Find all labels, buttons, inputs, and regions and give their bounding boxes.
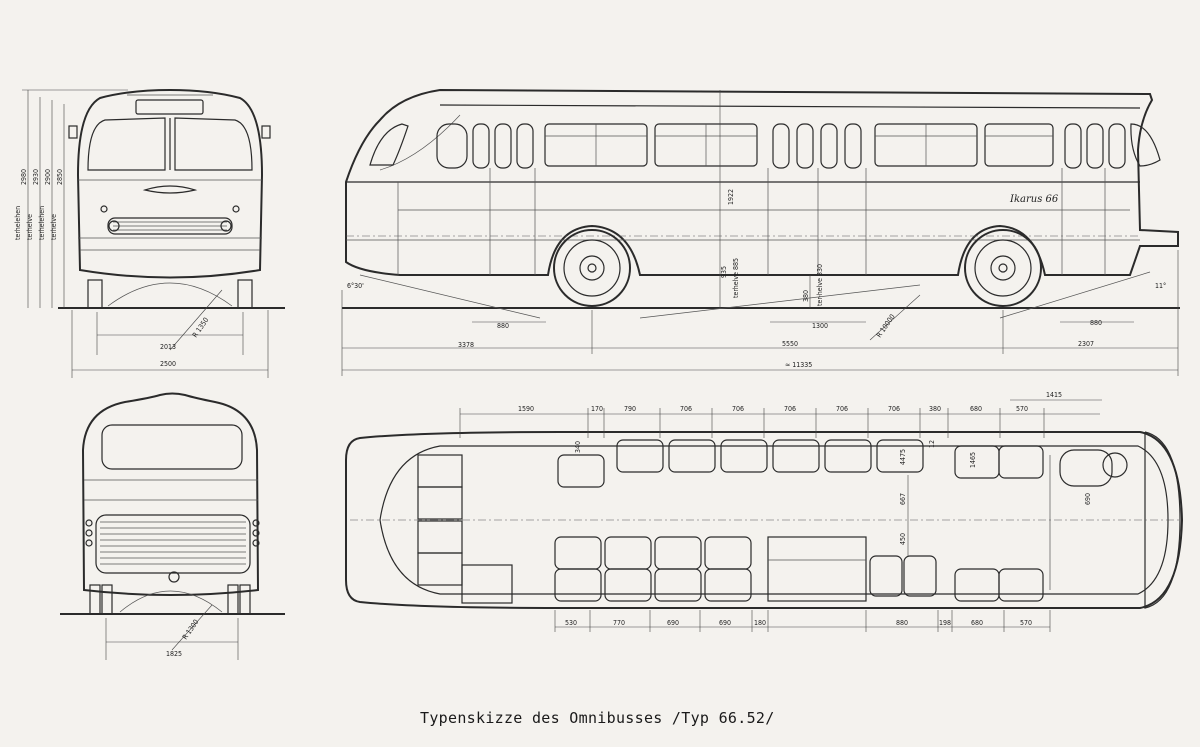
front-width-dim: 2500 — [160, 360, 176, 368]
plan-inner-dim-1: 340 — [574, 441, 582, 453]
plan-top-dim-10: 680 — [970, 405, 982, 413]
rear-overhang-dim: 2307 — [1078, 340, 1094, 348]
step-height-dim: 380 — [802, 290, 810, 302]
plan-bottom-dim-9: 570 — [1020, 619, 1032, 627]
plan-top-dim-3: 790 — [624, 405, 636, 413]
plan-bottom-dim-4: 690 — [719, 619, 731, 627]
total-length-dim: ≈ 11335 — [785, 361, 812, 369]
front-height-note-4: terhelve — [50, 214, 58, 240]
step-height-note: ter-helve 330 — [816, 264, 824, 306]
plan-inner-dim-5: 690 — [1084, 493, 1092, 505]
front-view — [22, 88, 285, 378]
side-radius: R 10000 — [875, 313, 897, 339]
drawing-caption: Typenskizze des Omnibusses /Typ 66.52/ — [420, 709, 775, 727]
front-track-dim: 2013 — [160, 343, 176, 351]
floor-height-dim: 935 — [720, 266, 728, 278]
ikarus-badge: Ikarus 66 — [1009, 194, 1059, 205]
lower-seats — [554, 536, 1044, 602]
plan-inner-dim-3: 667 — [899, 493, 907, 505]
plan-top-dim-11: 570 — [1016, 405, 1028, 413]
front-height-note-1: terhelehen — [14, 206, 22, 240]
side-windows — [436, 123, 1161, 169]
plan-top-dim-1: 1590 — [518, 405, 534, 413]
front-height-3: 2900 — [44, 169, 52, 185]
plan-inner-dim-4: 450 — [899, 533, 907, 545]
wheelbase-dim: 5550 — [782, 340, 798, 348]
front-angle: 6°30' — [347, 282, 364, 290]
upper-seats — [557, 439, 1044, 488]
front-height-note-3: terhelehen — [38, 206, 46, 240]
plan-inner-dim-2: 4475 — [899, 449, 907, 465]
front-height-1: 2980 — [20, 169, 28, 185]
front-height-note-2: terhelve — [26, 214, 34, 240]
plan-bottom-dim-6: 880 — [896, 619, 908, 627]
floor-height-note: terhelve 885 — [732, 258, 740, 298]
plan-bottom-dim-8: 680 — [971, 619, 983, 627]
plan-bottom-dim-1: 530 — [565, 619, 577, 627]
rear-track-dim: 1825 — [166, 650, 182, 658]
mid-dim: 1300 — [812, 322, 828, 330]
plan-bottom-dim-5: 180 — [754, 619, 766, 627]
plan-inner-dim-7: 12 — [928, 440, 936, 448]
plan-top-dim-5: 706 — [732, 405, 744, 413]
rear-wheel — [964, 229, 1042, 307]
rear-angle: 11° — [1155, 282, 1166, 290]
rear-view — [60, 392, 285, 660]
side-view — [341, 88, 1180, 376]
front-height-2: 2930 — [32, 169, 40, 185]
front-height-4: 2850 — [56, 169, 64, 185]
rear-radius: R 1300 — [181, 618, 200, 641]
plan-bottom-dim-7: 198 — [939, 619, 951, 627]
plan-top-right-dim: 1415 — [1046, 391, 1062, 399]
front-radius: R 1350 — [191, 316, 210, 339]
plan-top-dim-4: 706 — [680, 405, 692, 413]
front-axle-dim: 880 — [497, 322, 509, 330]
plan-bottom-dim-2: 770 — [613, 619, 625, 627]
plan-top-dim-7: 706 — [836, 405, 848, 413]
plan-view — [345, 399, 1184, 632]
plan-top-dim-2: 170 — [591, 405, 603, 413]
rear-bench — [417, 454, 513, 604]
roof-height-dim: 1922 — [727, 189, 735, 205]
front-overhang-dim: 3378 — [458, 341, 474, 349]
front-wheel — [553, 229, 631, 307]
rear-axle-dim: 880 — [1090, 319, 1102, 327]
plan-inner-dim-6: 1465 — [969, 452, 977, 468]
plan-top-dim-6: 706 — [784, 405, 796, 413]
plan-top-dim-9: 380 — [929, 405, 941, 413]
plan-top-dim-8: 706 — [888, 405, 900, 413]
plan-bottom-dim-3: 690 — [667, 619, 679, 627]
